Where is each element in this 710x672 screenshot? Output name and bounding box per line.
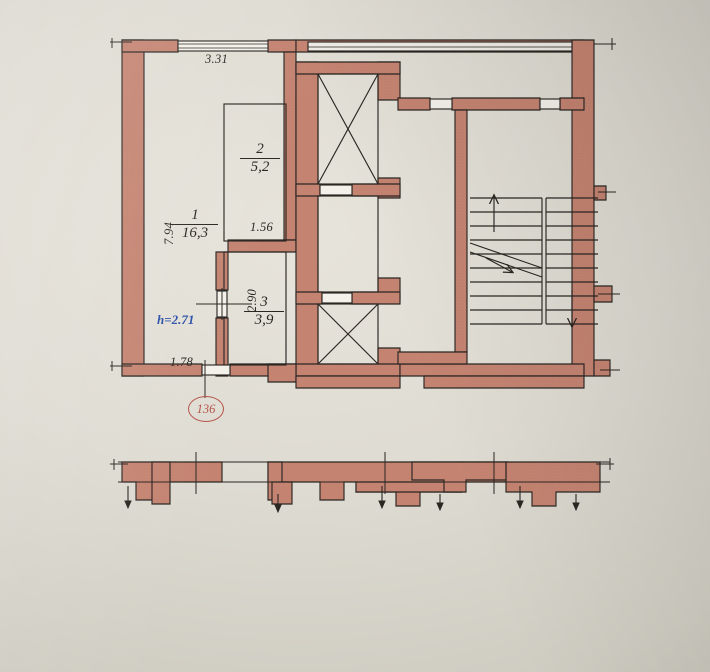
room-2-area: 5,2 [250,159,270,176]
stair-break-line [469,242,543,278]
stair-break-arrow [485,257,512,272]
shaft-top [317,73,379,185]
dimension-ticks [110,38,620,371]
dimension-bottom-door: 1.78 [170,355,194,369]
wall-section-strip [110,452,614,514]
shaft-symbols [317,73,379,365]
room-2-label: 2 5,2 [240,141,280,176]
room-1-divider [172,224,218,226]
windows [177,40,573,376]
room-3-area: 3,9 [254,312,274,329]
room-3-number: 3 [260,294,268,310]
room-2-divider [240,158,280,160]
stair-flight-up [470,197,543,325]
ceiling-height-note: h=2.71 [157,312,195,327]
room-3-divider [244,311,284,313]
room-2-outline [223,103,287,242]
dimension-top-window: 3.31 [205,52,229,66]
room-marker-136: 136 [188,396,224,422]
window-top-right-band [307,41,573,52]
shaft-bottom [317,303,379,365]
room-1-area: 16,3 [181,225,209,242]
room-1-number: 1 [191,207,199,223]
room-1-label: 1 16,3 [172,207,218,242]
shaft-middle-chamber [317,195,379,293]
window-top-left [177,40,269,52]
room-2-number: 2 [256,141,264,157]
room-3-label: 3 3,9 [244,294,284,329]
dimension-room-2-width: 1.56 [250,220,274,234]
staircase [469,196,598,326]
